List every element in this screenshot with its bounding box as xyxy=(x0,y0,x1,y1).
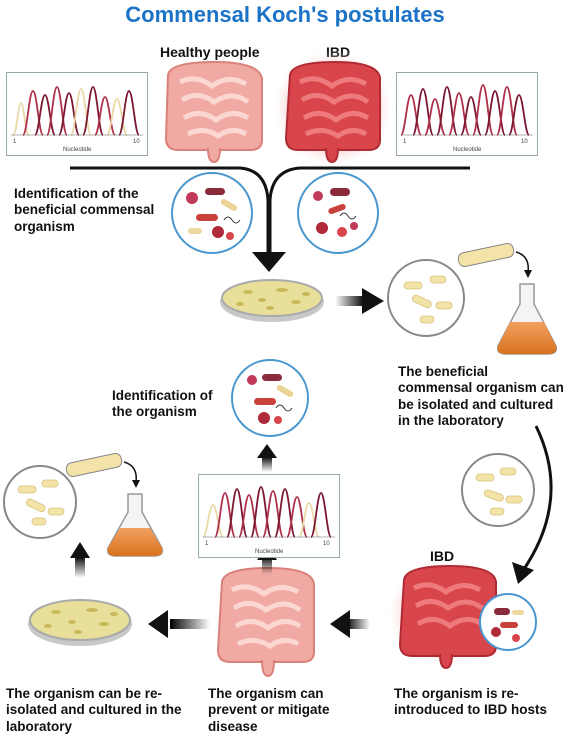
tick-start: 1 xyxy=(403,139,407,145)
microbiome-circle-ibd xyxy=(297,172,379,254)
label-prevent: The organism can prevent or mitigate dis… xyxy=(208,686,330,734)
healthy-intestine-treated xyxy=(216,566,315,678)
tick-end: 10 xyxy=(323,541,330,547)
arrow-to-culture xyxy=(335,296,365,306)
bacteria-circle-reculture xyxy=(3,465,77,539)
chromatogram-ibd: 1 10 Nucleotide xyxy=(396,72,538,156)
chromatogram-peaks xyxy=(400,84,533,136)
flask-culture-left xyxy=(65,452,164,557)
chromatogram-peaks xyxy=(11,86,143,136)
label-isolated-cultured: The beneficial commensal organism can be… xyxy=(398,364,564,429)
arrow-up-left xyxy=(75,556,85,578)
arrow-to-reisolation xyxy=(170,619,210,629)
tick-end: 10 xyxy=(521,139,528,145)
tick-start: 1 xyxy=(205,541,209,547)
label-identification-organism: Identification of the organism xyxy=(112,388,213,420)
microbiome-circle-healthy xyxy=(171,172,253,254)
label-identification-beneficial: Identification of the beneficial commens… xyxy=(14,186,155,234)
chromatogram-identification: 1 10 Nucleotide xyxy=(198,474,340,558)
bacteria-circle-inoculum xyxy=(461,453,535,527)
label-reisolated: The organism can be re-isolated and cult… xyxy=(6,686,182,734)
tick-end: 10 xyxy=(133,139,140,145)
axis-title-nucleotide: Nucleotide xyxy=(255,549,284,555)
bacteria-circle-culture xyxy=(387,259,465,337)
chromatogram-peaks xyxy=(202,486,335,538)
merge-arrow xyxy=(70,166,470,272)
label-ibd-host: IBD xyxy=(430,548,455,564)
axis-title-nucleotide: Nucleotide xyxy=(63,147,92,153)
tick-start: 1 xyxy=(13,139,17,145)
label-reintroduced: The organism is re-introduced to IBD hos… xyxy=(394,686,547,718)
arrow-up-center-high xyxy=(262,456,272,472)
label-healthy-people: Healthy people xyxy=(160,44,260,60)
page-title: Commensal Koch's postulates xyxy=(125,2,445,27)
ibd-intestine xyxy=(271,48,395,168)
curved-arrow-right xyxy=(520,425,553,573)
healthy-intestine xyxy=(164,60,263,164)
chromatogram-healthy: 1 10 Nucleotide xyxy=(6,72,148,156)
axis-title-nucleotide: Nucleotide xyxy=(453,147,482,153)
petri-dish-reisolation xyxy=(28,599,132,646)
microbiome-circle-host xyxy=(479,593,537,651)
petri-dish-primary xyxy=(220,279,324,322)
microbiome-circle-identification xyxy=(231,359,309,437)
arrow-to-healthy xyxy=(346,619,370,629)
arrow-up-center-low xyxy=(262,556,272,574)
ibd-intestine-host xyxy=(386,556,510,670)
flask-culture-right xyxy=(457,242,558,355)
